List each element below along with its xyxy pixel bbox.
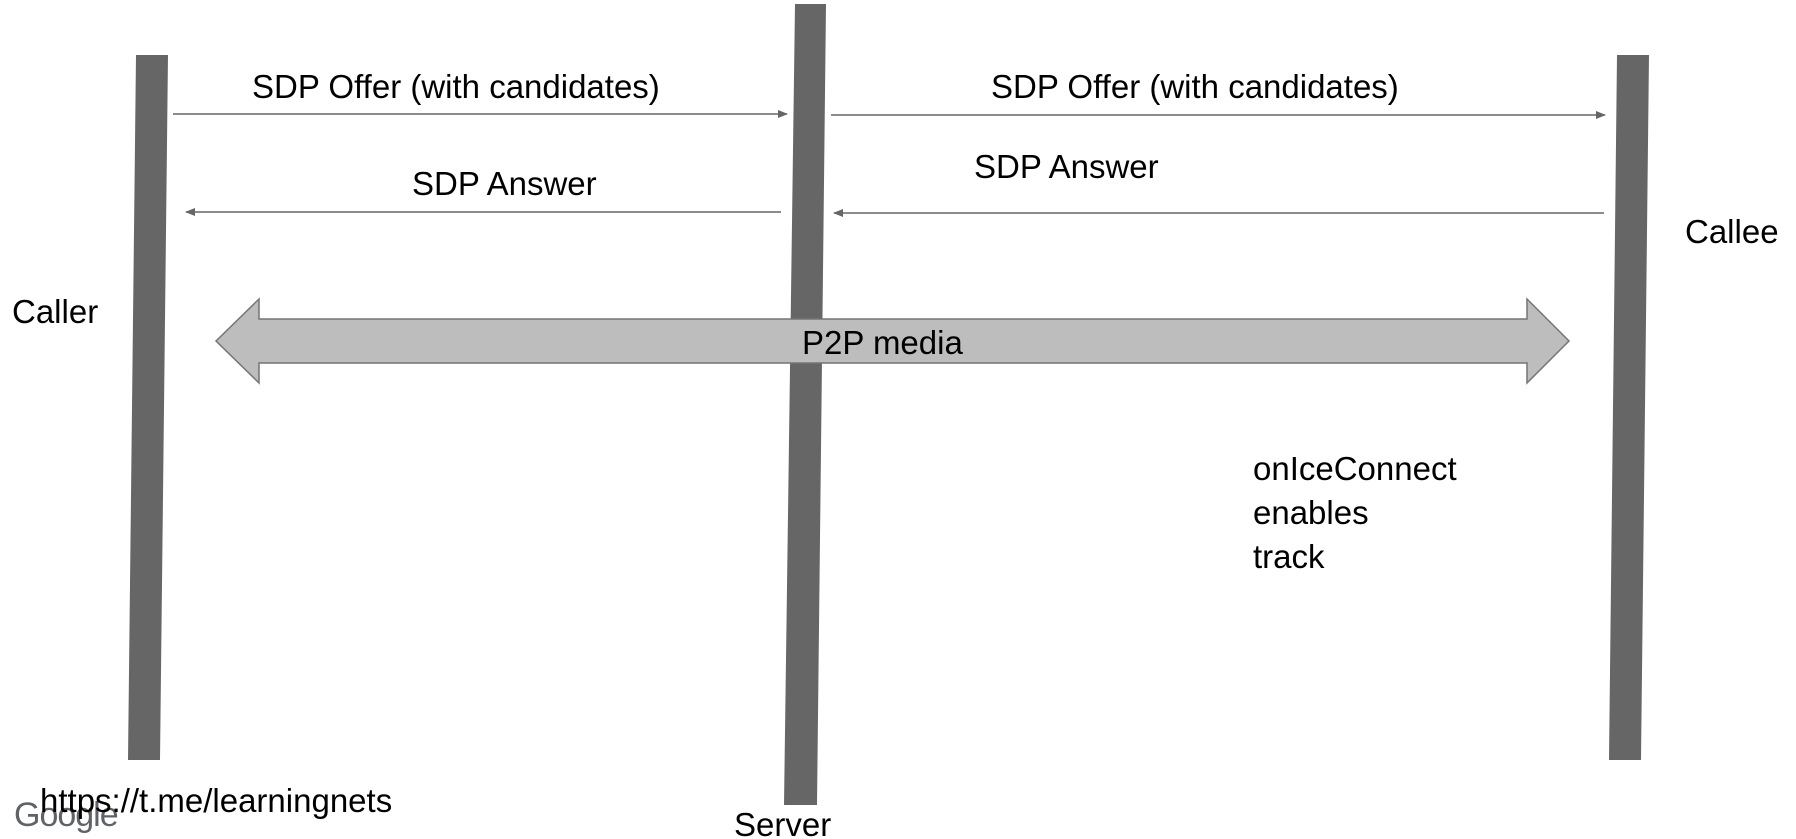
server-lifeline [784,4,826,805]
caller-label: Caller [12,293,98,330]
p2p-media-arrow [214,297,1571,385]
note-line-2: enables [1253,494,1369,531]
server-label: Server [734,806,831,839]
callee-label: Callee [1685,213,1779,250]
p2p-media-label: P2P media [802,324,963,361]
caller-lifeline [128,55,168,760]
note-line-1: onIceConnect [1253,450,1457,487]
note-line-3: track [1253,538,1325,575]
offer-to-server-label: SDP Offer (with candidates) [252,68,660,105]
callee-lifeline [1609,55,1649,760]
answer-to-server-label: SDP Answer [974,148,1159,185]
footer-link[interactable]: https://t.me/learningnets [40,782,392,819]
offer-to-callee-label: SDP Offer (with candidates) [991,68,1399,105]
google-logo: Google [14,796,118,834]
answer-to-caller-label: SDP Answer [412,165,597,202]
